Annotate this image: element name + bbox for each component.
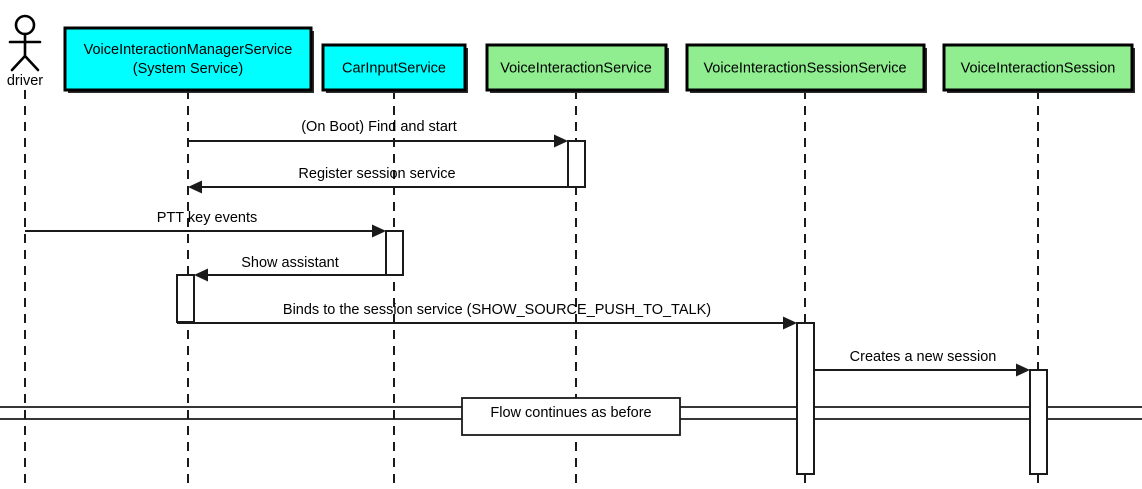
actor-layer: driver: [7, 14, 43, 89]
participant-label: VoiceInteractionService: [500, 60, 652, 76]
message-m6[interactable]: Creates a new session: [814, 349, 1030, 377]
participant-box[interactable]: [485, 43, 668, 92]
message-m3[interactable]: PTT key events: [25, 210, 386, 238]
message-m5[interactable]: Binds to the session service (SHOW_SOURC…: [177, 302, 797, 330]
participant-label: CarInputService: [342, 60, 446, 76]
message-m4[interactable]: Show assistant: [194, 255, 386, 282]
message-arrowhead-icon: [372, 224, 386, 238]
participant-cis[interactable]: CarInputService: [321, 43, 468, 93]
message-arrowhead-icon: [188, 180, 202, 194]
message-arrowhead-icon: [783, 316, 797, 330]
participant-label: VoiceInteractionSession: [961, 60, 1116, 76]
participant-box[interactable]: [321, 43, 467, 92]
message-label: Creates a new session: [850, 349, 997, 365]
message-arrowhead-icon: [554, 134, 568, 148]
actor-leg-right-icon: [23, 54, 40, 72]
activation-bar-viss: [796, 322, 815, 475]
activation-bar-vims: [176, 274, 195, 323]
participant-label: VoiceInteractionSessionService: [703, 60, 906, 76]
message-arrowhead-icon: [1016, 363, 1030, 377]
participant-vims[interactable]: VoiceInteractionManagerService (System Se…: [63, 26, 314, 93]
message-m2[interactable]: Register session service: [188, 166, 568, 194]
message-arrowhead-icon: [194, 268, 208, 282]
participant-label-line2: (System Service): [133, 61, 243, 77]
participant-vise[interactable]: VoiceInteractionSession: [942, 43, 1135, 93]
actor-label: driver: [7, 73, 43, 89]
flow-divider-label: Flow continues as before: [490, 405, 651, 421]
flow-divider: Flow continues as before: [461, 397, 681, 436]
participant-box[interactable]: [63, 26, 313, 92]
message-label: Binds to the session service (SHOW_SOURC…: [283, 302, 711, 318]
message-label: Show assistant: [241, 255, 339, 271]
participant-box[interactable]: [942, 43, 1134, 92]
flow-divider-box-rect: [461, 397, 681, 436]
participant-label-line1: VoiceInteractionManagerService: [84, 42, 293, 58]
activation-bar-vise: [1029, 369, 1048, 475]
participant-vis[interactable]: VoiceInteractionService: [485, 43, 669, 93]
participant-viss[interactable]: VoiceInteractionSessionService: [685, 43, 927, 93]
message-label: (On Boot) Find and start: [301, 119, 457, 135]
activation-bar-cis: [385, 230, 404, 276]
participant-box[interactable]: [685, 43, 926, 92]
activation-bar-vis: [567, 140, 586, 188]
activation-bars-layer: [176, 140, 1048, 475]
message-m1[interactable]: (On Boot) Find and start: [188, 119, 568, 148]
message-label: Register session service: [298, 166, 455, 182]
participants-layer: VoiceInteractionManagerService (System Se…: [63, 26, 1135, 93]
message-label: PTT key events: [157, 210, 257, 226]
actor-driver[interactable]: driver: [7, 14, 43, 89]
flow-divider-box: Flow continues as before: [461, 397, 681, 436]
actor-head-icon: [14, 14, 36, 36]
actor-leg-left-icon: [10, 54, 27, 72]
